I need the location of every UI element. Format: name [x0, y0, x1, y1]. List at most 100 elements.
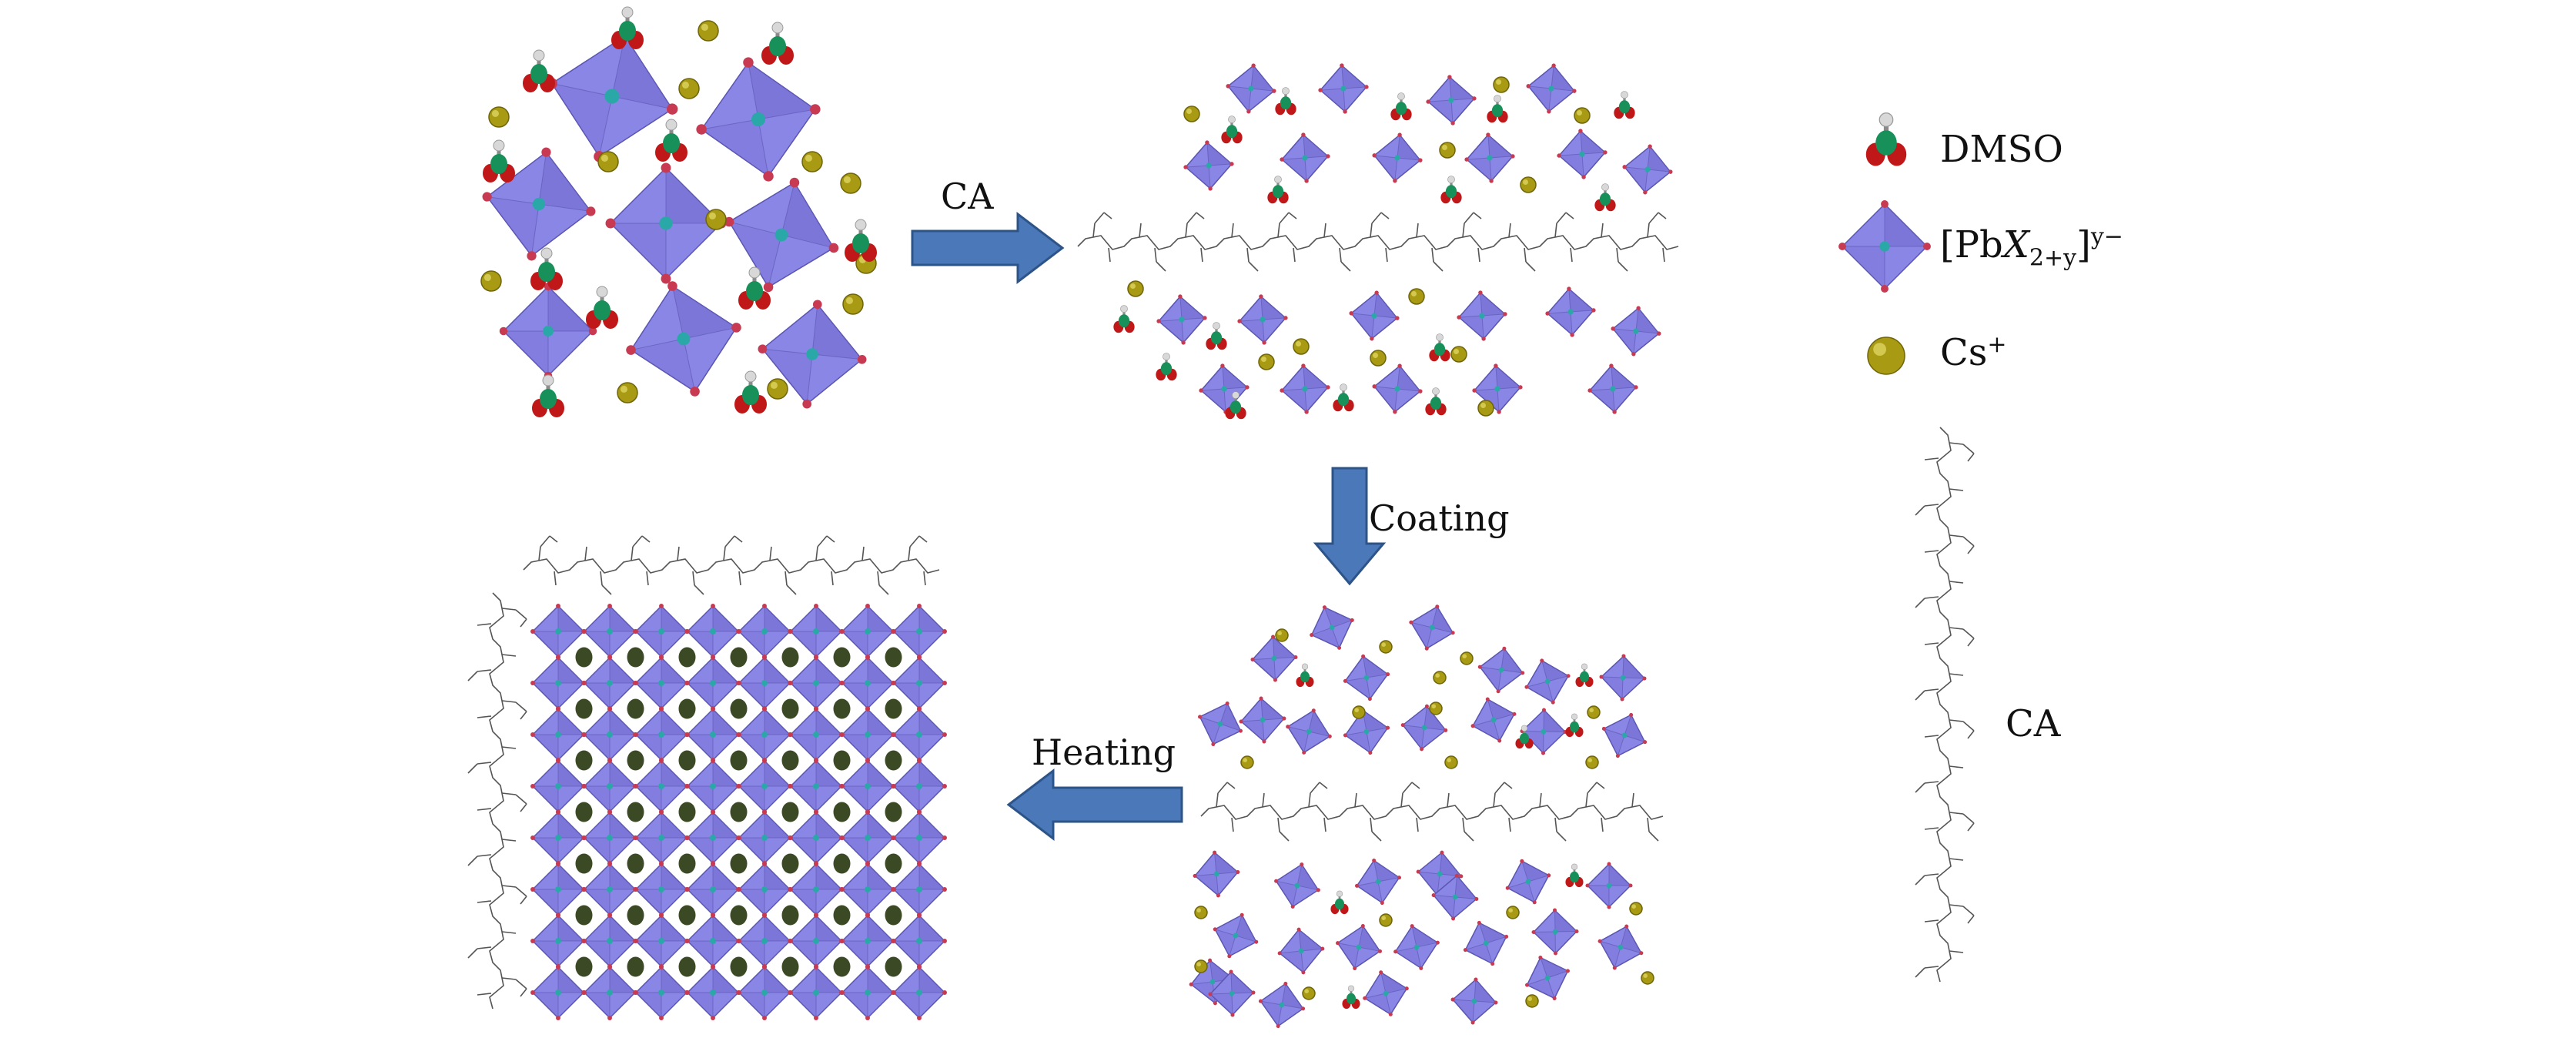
- lattice-octahedron-icon: [634, 913, 689, 969]
- dmso-molecule-icon: [1342, 985, 1360, 1010]
- dmso-molecule-icon: [1575, 663, 1594, 688]
- cs-ion-icon: [597, 151, 619, 172]
- lattice-octahedron-icon: [634, 655, 689, 711]
- dmso-molecule-icon: [1594, 183, 1616, 212]
- cs-ion-icon: [801, 151, 823, 172]
- lattice-cs-ion-icon: [575, 647, 593, 668]
- lattice-cs-ion-icon: [730, 956, 748, 977]
- pbx-octahedron-icon: [1557, 129, 1607, 179]
- lattice-octahedron-icon: [582, 707, 637, 762]
- lattice-octahedron-icon: [788, 965, 844, 1020]
- cs-ion-icon: [1493, 76, 1510, 93]
- dmso-molecule-icon: [1330, 890, 1349, 915]
- lattice-cs-ion-icon: [781, 956, 799, 977]
- arrow-heating-icon: [1006, 768, 1183, 842]
- lattice-octahedron-icon: [788, 707, 844, 762]
- pbx-octahedron-icon: [1450, 977, 1498, 1025]
- pbx-octahedron-icon: [1226, 63, 1276, 114]
- lattice-octahedron-icon: [582, 655, 637, 711]
- lattice-octahedron-icon: [840, 862, 895, 917]
- panel-coated-film: [1189, 604, 1664, 1029]
- pbx-octahedron-icon: [1156, 294, 1207, 345]
- lattice-cs-ion-icon: [627, 905, 644, 926]
- dmso-molecule-icon: [1156, 353, 1177, 381]
- step-label-heating: Heating: [1032, 732, 1176, 773]
- dmso-molecule-icon: [655, 119, 687, 162]
- dmso-molecule-icon: [586, 286, 618, 329]
- lattice-cs-ion-icon: [833, 853, 851, 874]
- dmso-molecule-icon: [1614, 91, 1635, 119]
- lattice-cs-ion-icon: [627, 647, 644, 668]
- panel-precursor-solution: [480, 6, 877, 417]
- ca-polymer-chain-icon: [1200, 782, 1664, 842]
- pbx-octahedron-icon: [1213, 912, 1259, 959]
- cs-ion-icon: [1352, 705, 1366, 719]
- lattice-cs-ion-icon: [627, 802, 644, 822]
- lattice-cs-ion-icon: [678, 956, 696, 977]
- pbx-octahedron-icon: [696, 57, 821, 182]
- dmso-molecule-icon: [1515, 725, 1534, 749]
- lattice-octahedron-icon: [582, 862, 637, 917]
- cs-ion-icon: [1629, 902, 1643, 916]
- pbx-octahedron-icon: [1335, 923, 1383, 971]
- pbx-octahedron-icon: [1505, 859, 1551, 905]
- lattice-octahedron-icon: [634, 707, 689, 762]
- lattice-cs-ion-icon: [730, 802, 748, 822]
- dmso-molecule-icon: [761, 22, 794, 65]
- lattice-octahedron-icon: [840, 913, 895, 969]
- lattice-cs-ion-icon: [833, 647, 851, 668]
- cs-ion-icon: [1444, 755, 1458, 769]
- lattice-octahedron-icon: [530, 862, 586, 917]
- lattice-cs-ion-icon: [678, 853, 696, 874]
- dmso-molecule-icon: [1275, 87, 1296, 116]
- lattice-cs-ion-icon: [678, 750, 696, 771]
- dmso-molecule-icon: [1225, 391, 1246, 420]
- cs-ion-icon: [1183, 105, 1200, 122]
- pbx-octahedron-icon: [1585, 862, 1633, 909]
- dmso-molecule-icon: [1333, 383, 1354, 412]
- cs-ion-icon: [698, 20, 719, 42]
- cs-ion-icon: [1408, 288, 1425, 305]
- pbx-octahedron-icon: [1250, 635, 1298, 682]
- cs-sup: +: [1987, 331, 2007, 358]
- lattice-octahedron-icon: [530, 965, 586, 1020]
- cs-ion-icon: [1429, 701, 1443, 715]
- cs-ion-icon: [1302, 986, 1316, 1000]
- lattice-cs-ion-icon: [678, 698, 696, 719]
- lattice-cs-ion-icon: [575, 905, 593, 926]
- lattice-octahedron-icon: [634, 965, 689, 1020]
- pbx-octahedron-icon: [626, 281, 741, 397]
- panel-ca-added: [1077, 63, 1679, 420]
- lattice-octahedron-icon: [840, 707, 895, 762]
- step-label-ca: CA: [941, 176, 994, 217]
- pbx-octahedron-icon: [1258, 981, 1306, 1029]
- dmso-molecule-icon: [734, 370, 767, 414]
- dmso-molecule-icon: [532, 374, 564, 417]
- lattice-octahedron-icon: [685, 913, 741, 969]
- pbx-octahedron-icon: [1477, 646, 1525, 694]
- ca-polymer-chain-icon: [467, 592, 527, 1010]
- legend-cs-ion-icon: [1867, 337, 1905, 375]
- lattice-cs-ion-icon: [575, 853, 593, 874]
- lattice-cs-ion-icon: [885, 853, 902, 874]
- lattice-octahedron-icon: [840, 655, 895, 711]
- lattice-cs-ion-icon: [885, 750, 902, 771]
- pbx-octahedron-icon: [1587, 363, 1638, 414]
- pbx-octahedron-icon: [1520, 708, 1567, 755]
- legend: [1838, 112, 1975, 983]
- lattice-octahedron-icon: [634, 810, 689, 866]
- pbx-octahedron-icon: [1318, 63, 1369, 114]
- pbx-octahedron-icon: [1464, 132, 1515, 183]
- lattice-cs-ion-icon: [627, 956, 644, 977]
- pbx-octahedron-icon: [1274, 862, 1320, 909]
- lattice-octahedron-icon: [530, 913, 586, 969]
- lattice-octahedron-icon: [892, 965, 947, 1020]
- pbx-octahedron-icon: [1372, 132, 1423, 183]
- pbx-octahedron-icon: [1463, 920, 1509, 966]
- pbx-close: ]: [2076, 223, 2091, 266]
- dmso-molecule-icon: [483, 139, 515, 182]
- cs-ion-icon: [1585, 755, 1599, 769]
- cs-ion-icon: [617, 382, 638, 403]
- legend-label-ca: CA: [2006, 702, 2061, 745]
